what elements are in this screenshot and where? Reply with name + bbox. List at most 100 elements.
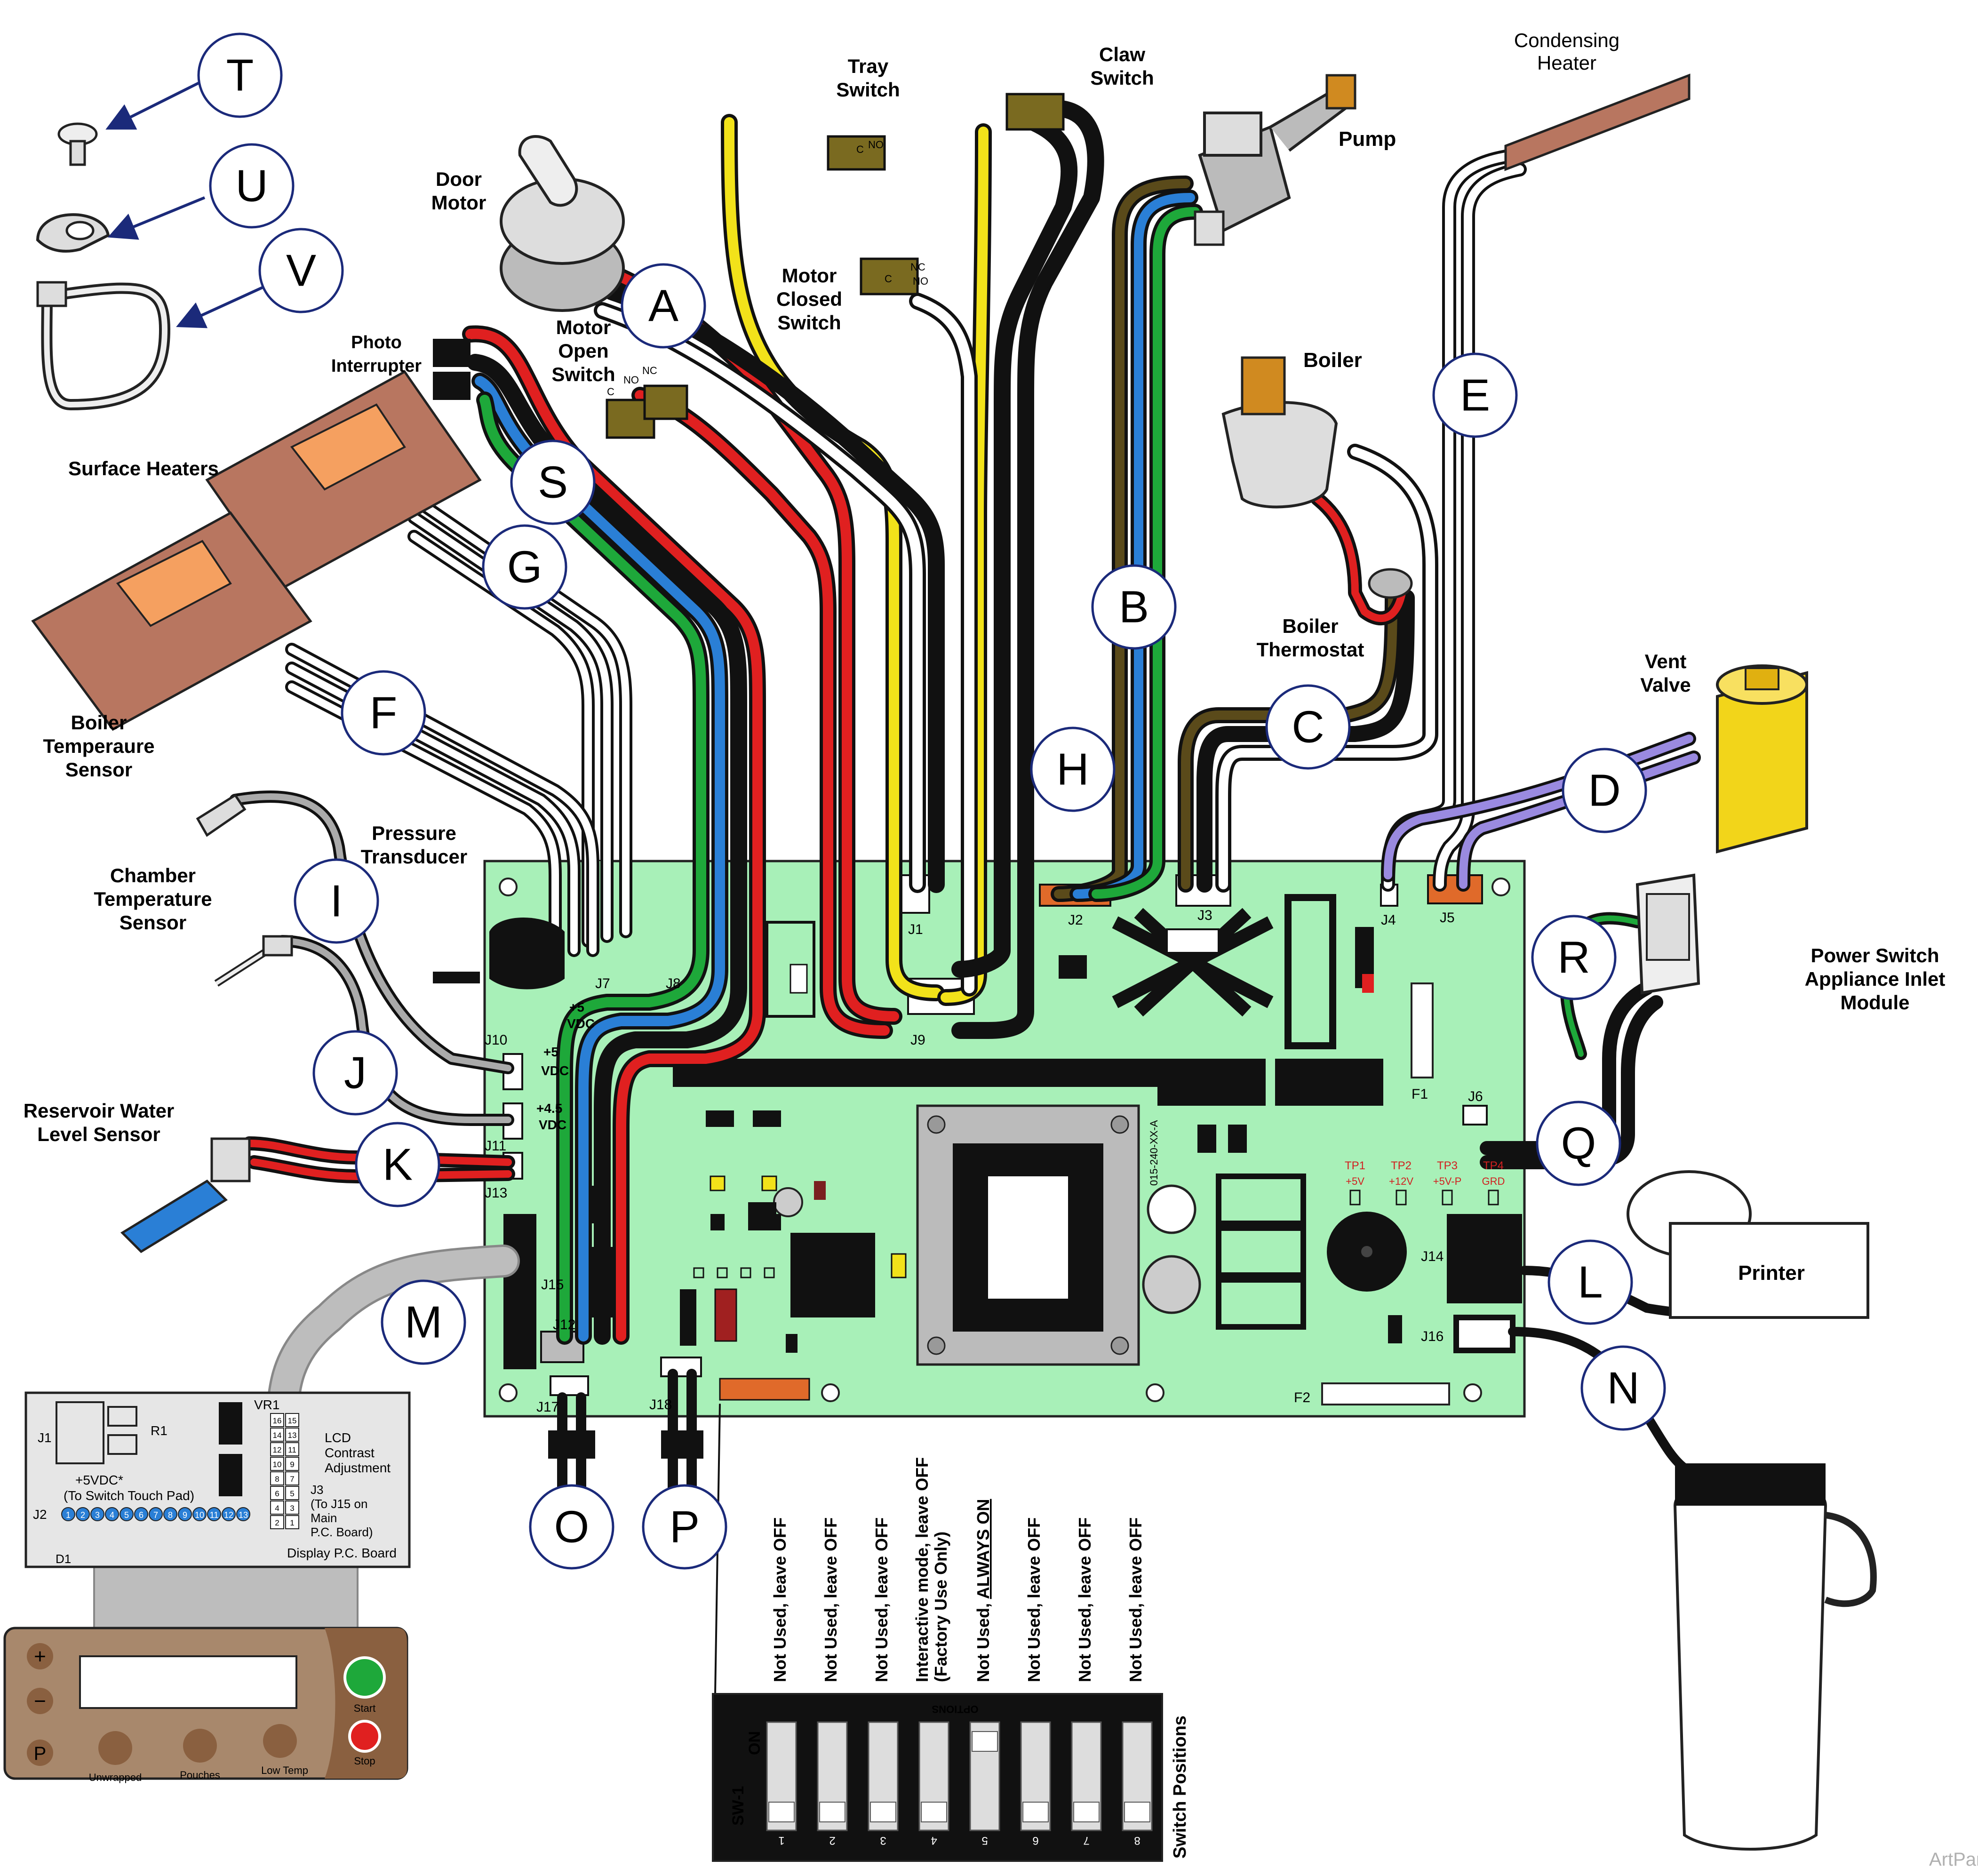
open-no: NO: [623, 374, 639, 386]
door-motor-label-1: Door: [436, 168, 482, 190]
j2-pin: 9: [178, 1507, 192, 1521]
board-connector-labels: J1 J2 J3 J4 J5 J6 J7 J8 J9 J10 J11 J12 J…: [485, 908, 1483, 1415]
dip-sw-label: SW-1: [729, 1786, 747, 1826]
j2-pin: 1: [61, 1507, 75, 1521]
pump: [1194, 74, 1356, 246]
test-point-name: TP4: [1483, 1159, 1504, 1172]
j3-pin-number: 13: [288, 1431, 297, 1440]
display-touch-pad: (To Switch Touch Pad): [64, 1488, 194, 1503]
j2-pin: 12: [222, 1507, 236, 1521]
dip-number: 8: [1134, 1834, 1140, 1847]
conn-F2: F2: [1294, 1390, 1310, 1405]
j2-pin-number: 7: [153, 1510, 158, 1520]
callout-label: I: [330, 876, 343, 926]
j2-pin: 2: [76, 1507, 90, 1521]
callout-label: L: [1578, 1257, 1603, 1308]
conn-J16: J16: [1421, 1329, 1444, 1344]
power-switch-module: [1635, 873, 1700, 995]
conn-J11: J11: [485, 1138, 506, 1154]
key-unwrapped[interactable]: Unwrapped: [89, 1772, 142, 1783]
callout-label: F: [370, 688, 398, 738]
j2-pin-number: 9: [183, 1510, 187, 1520]
j3-pin: 11: [285, 1442, 299, 1456]
display-5vdc: +5VDC*: [75, 1473, 123, 1487]
j3-pin-number: 14: [273, 1431, 282, 1440]
j3-pin: 6: [270, 1486, 284, 1500]
dip-number: 1: [778, 1834, 784, 1847]
power-switch-label-3: Module: [1841, 991, 1910, 1014]
key-minus[interactable]: −: [34, 1690, 46, 1713]
key-stop[interactable]: Stop: [354, 1755, 375, 1767]
chamber-temp-label-1: Chamber: [110, 864, 196, 886]
motor-closed-label-3: Switch: [777, 311, 841, 334]
dip-description: Not Used, ALWAYS ON: [973, 1499, 993, 1682]
conn-J3: J3: [1197, 908, 1212, 923]
j2-pin: 7: [149, 1507, 163, 1521]
dip-number: 7: [1083, 1834, 1089, 1847]
callout-label: C: [1292, 702, 1324, 752]
reservoir-water-level-sensor: [120, 1137, 251, 1253]
vent-valve-label-2: Valve: [1640, 674, 1691, 696]
j2-pin: 13: [236, 1507, 250, 1521]
test-point-name: TP2: [1391, 1159, 1412, 1172]
key-start[interactable]: Start: [354, 1702, 375, 1714]
dip-lever: [768, 1802, 795, 1822]
j2-pin: 4: [105, 1507, 119, 1521]
dip-lever: [921, 1802, 947, 1822]
conn-J10: J10: [485, 1032, 507, 1048]
dip-lever: [972, 1731, 998, 1752]
keypad-text: + − P Unwrapped Pouches Low Temp Start S…: [27, 1643, 386, 1783]
dip-number: 4: [931, 1834, 937, 1847]
v5-j7-2: VDC: [567, 1016, 595, 1031]
j3-pin: 15: [285, 1413, 299, 1427]
conn-J5: J5: [1440, 910, 1455, 926]
v45-1: +4.5: [536, 1101, 562, 1116]
closed-no: NO: [913, 275, 928, 287]
j3-pin-number: 7: [290, 1475, 294, 1484]
conn-J14: J14: [1421, 1249, 1444, 1264]
key-low-temp[interactable]: Low Temp: [261, 1764, 308, 1776]
test-point-value: +12V: [1389, 1175, 1413, 1187]
conn-J17: J17: [536, 1399, 559, 1415]
board-part-number: 015-240-XX-A: [1148, 1120, 1160, 1186]
switch-contact-labels: C NO NC NO C NC NO C: [607, 139, 928, 398]
display-vr1: VR1: [254, 1397, 279, 1412]
callout-label: M: [405, 1297, 442, 1348]
callout-g: G: [482, 524, 567, 610]
dip-slot-6: 6: [1020, 1721, 1051, 1847]
dip-number: 6: [1032, 1834, 1038, 1847]
key-p[interactable]: P: [34, 1743, 47, 1764]
dip-slot-2: 2: [817, 1721, 848, 1847]
motor-open-switch: [606, 384, 688, 439]
dip-slot-3: 3: [868, 1721, 899, 1847]
clamp-icon: [36, 213, 110, 253]
callout-e: E: [1432, 352, 1518, 438]
callout-s: S: [510, 439, 596, 525]
boiler: [1221, 356, 1338, 509]
key-plus[interactable]: +: [34, 1645, 46, 1668]
conn-J12: J12: [553, 1317, 575, 1333]
photo-interrupter: [433, 339, 471, 400]
callout-label: U: [235, 161, 268, 211]
callout-label: Q: [1561, 1118, 1596, 1169]
j3-pin-number: 2: [275, 1518, 279, 1527]
dip-lever: [1073, 1802, 1100, 1822]
dip-number: 2: [829, 1834, 835, 1847]
key-pouches[interactable]: Pouches: [180, 1769, 220, 1781]
claw-switch: [1005, 93, 1065, 131]
dip-lever: [870, 1802, 896, 1822]
j2-pin-number: 8: [168, 1510, 173, 1520]
j3-3: Main: [311, 1511, 337, 1525]
surface-heaters-label: Surface Heaters: [68, 457, 219, 479]
display-title: Display P.C. Board: [287, 1546, 397, 1560]
j2-pin-number: 12: [224, 1510, 233, 1520]
callout-q: Q: [1536, 1101, 1621, 1186]
motor-open-label-3: Switch: [551, 363, 615, 385]
